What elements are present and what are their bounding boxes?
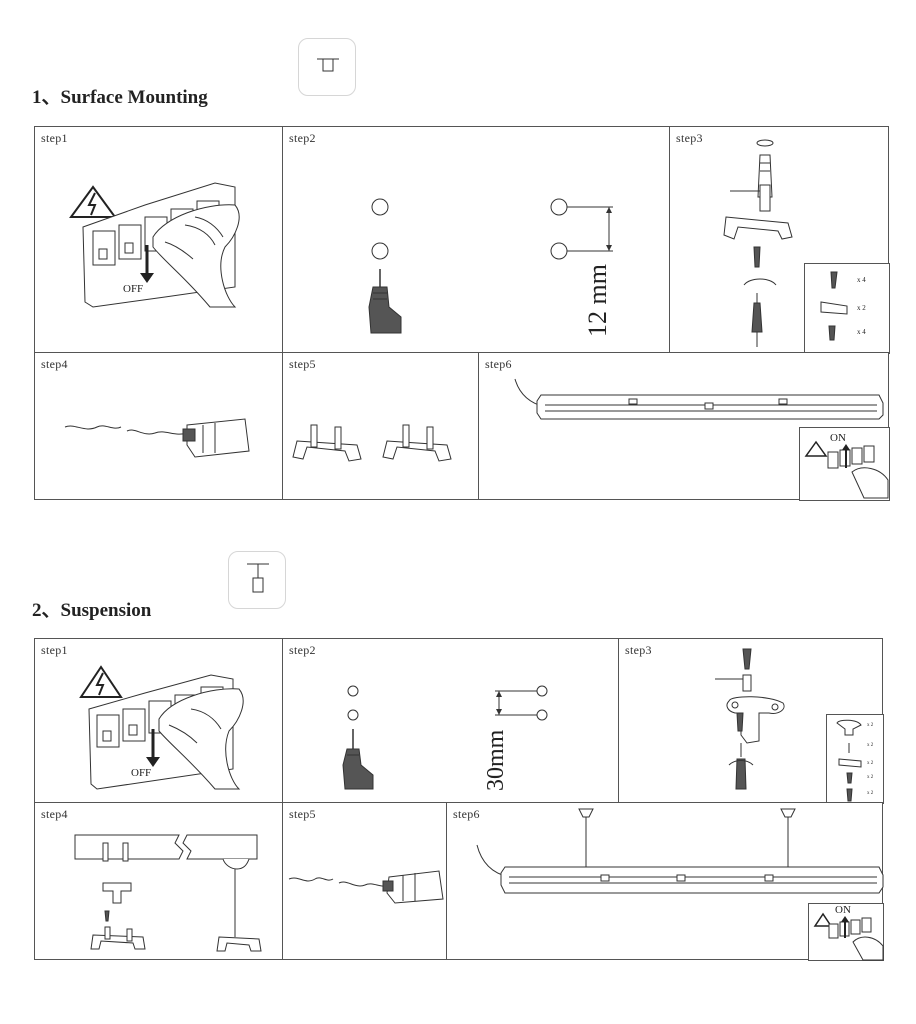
qty-label: x 4 [857, 328, 866, 336]
drill-icon [342, 729, 374, 790]
switch-off-illustration [69, 182, 240, 308]
switch-on-inset: ON [799, 427, 890, 501]
drill-holes-diagram [342, 685, 548, 790]
step-label: step6 [485, 357, 512, 371]
qty-label: x 4 [857, 276, 866, 284]
switch-off-illustration [79, 665, 244, 790]
switch-on-illustration [804, 440, 889, 499]
s1-step2-panel: step2 12 mm [282, 126, 670, 353]
section-title-suspension: 2、Suspension [32, 600, 152, 621]
wire-connection-diagram [64, 418, 250, 458]
s2-step1-panel: step1 OFF [34, 638, 283, 803]
qty-label: x 2 [867, 761, 874, 766]
dimension-label: 12 mm [583, 264, 612, 337]
step-label: step5 [289, 357, 316, 371]
warning-icon [813, 912, 833, 927]
step-label: step2 [289, 643, 316, 657]
qty-label: x 2 [867, 791, 874, 796]
section-title-surface-mounting: 1、Surface Mounting [32, 87, 208, 108]
step-label: step2 [289, 131, 316, 145]
bracket-install-diagram [723, 139, 793, 347]
s1-step3-panel: step3 x 4 x 2 x 4 [669, 126, 890, 354]
qty-label: x 2 [867, 743, 874, 748]
step-label: step5 [289, 807, 316, 821]
parts-inset: x 2 x 2 x 2 x 2 x 2 [826, 714, 884, 804]
step-label: step4 [41, 807, 68, 821]
s1-step4-panel: step4 [34, 352, 283, 500]
s2-step3-panel: step3 x 2 x 2 x 2 x 2 x 2 [618, 638, 884, 804]
off-label: OFF [131, 767, 152, 779]
suspension-mount-icon [228, 551, 286, 609]
s2-step2-panel: step2 30mm [282, 638, 619, 803]
warning-icon [69, 185, 117, 218]
step-label: step1 [41, 643, 68, 657]
step-label: step3 [676, 131, 703, 145]
surface-mount-icon [298, 38, 356, 96]
ceiling-bracket-install-diagram [715, 648, 785, 790]
parts-list [820, 271, 848, 341]
wire-connection-diagram [288, 870, 444, 904]
on-label: ON [835, 904, 851, 916]
qty-label: x 2 [867, 775, 874, 780]
step-label: step4 [41, 357, 68, 371]
on-label: ON [830, 432, 846, 444]
step-label: step3 [625, 643, 652, 657]
suspension-hardware-diagram [74, 834, 262, 952]
pendant-lamp-icon [247, 563, 269, 593]
warning-icon [79, 665, 123, 698]
suspended-fixture-diagram [476, 808, 884, 894]
ceiling-lamp-icon [317, 58, 339, 72]
drill-holes-diagram [368, 198, 613, 334]
off-label: OFF [123, 283, 144, 295]
fixture-mounted-diagram [514, 378, 884, 420]
drill-icon [368, 269, 402, 334]
s1-step1-panel: step1 OFF [34, 126, 283, 353]
s1-step5-panel: step5 [282, 352, 479, 500]
qty-label: x 2 [867, 723, 874, 728]
switch-on-illustration [813, 912, 884, 961]
step-label: step1 [41, 131, 68, 145]
switch-on-inset: ON [808, 903, 884, 961]
s1-step6-panel: step6 ON [478, 352, 890, 501]
warning-icon [804, 440, 828, 457]
s2-step5-panel: step5 [282, 802, 447, 960]
qty-label: x 2 [857, 304, 866, 312]
parts-list [836, 719, 862, 802]
dimension-label: 30mm [483, 729, 509, 791]
step-label: step6 [453, 807, 480, 821]
s2-step4-panel: step4 [34, 802, 283, 960]
bracket-clips-diagram [292, 424, 452, 462]
s2-step6-panel: step6 ON [446, 802, 884, 961]
parts-inset: x 4 x 2 x 4 [804, 263, 890, 354]
